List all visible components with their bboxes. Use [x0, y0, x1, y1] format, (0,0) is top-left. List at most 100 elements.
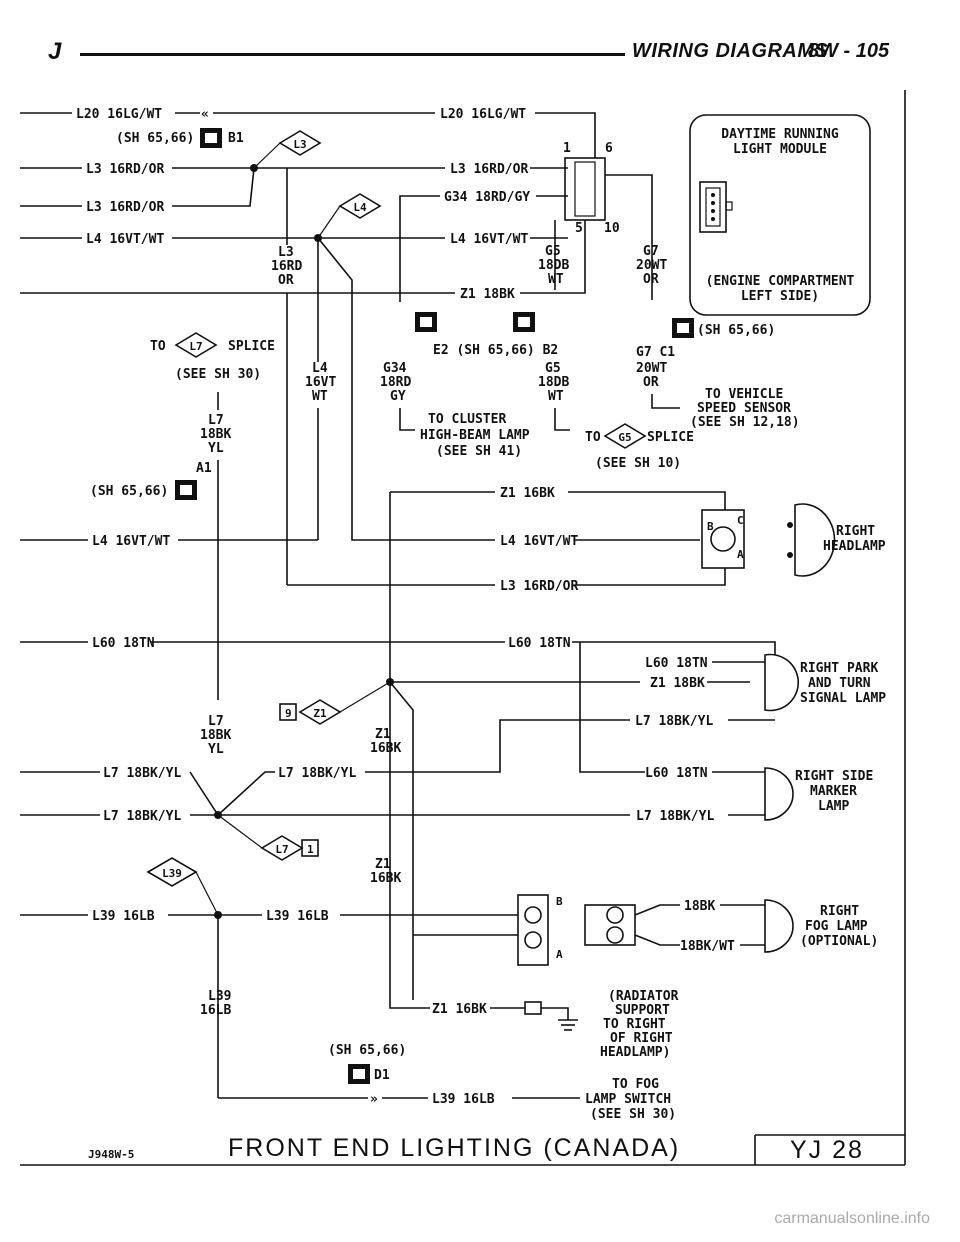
wire-label-g34: G34 18RD/GY [444, 190, 530, 205]
z1-vert-2: 16BK [370, 741, 401, 756]
l7-vert-5: 18BK [200, 728, 231, 743]
inline-connector-symbol: « [201, 107, 209, 122]
fog-18bkwt: 18BK/WT [680, 939, 735, 954]
l7-vert-3: YL [208, 441, 224, 456]
splice-text: SPLICE [228, 339, 275, 354]
pin-10-label: 10 [604, 221, 620, 236]
l7-vert-2: 18BK [200, 427, 231, 442]
wire-label-z1: Z1 18BK [460, 287, 515, 302]
z1-vert-1: Z1 [375, 727, 391, 742]
hl-l4: L4 16VT/WT [500, 534, 578, 549]
l4-vert-2: 16VT [305, 375, 336, 390]
fog-1: RIGHT [820, 904, 859, 919]
fog-3: (OPTIONAL) [800, 934, 878, 949]
rad-5: HEADLAMP) [600, 1045, 670, 1060]
connector-b1-label: B1 [228, 131, 244, 146]
side-2: MARKER [810, 784, 857, 799]
g5-label-3: WT [548, 272, 564, 287]
splice-z1-label: Z1 [313, 707, 327, 720]
wire-label-l3-mid: L3 16RD/OR [450, 162, 528, 177]
side-1: RIGHT SIDE [795, 769, 873, 784]
module-location-2: LEFT SIDE) [741, 289, 819, 304]
rad-2: SUPPORT [615, 1003, 670, 1018]
l3-vert-2: 16RD [271, 259, 302, 274]
wire-label-l7-left-1: L7 18BK/YL [103, 766, 181, 781]
z1-vert-3: Z1 [375, 857, 391, 872]
vss-1: TO VEHICLE [705, 387, 783, 402]
splice-l4-label: L4 [353, 201, 367, 214]
wire-g34 [399, 195, 440, 302]
wire-label-l20-mid: L20 16LG/WT [440, 107, 526, 122]
footer-sheet: YJ 28 [790, 1136, 864, 1164]
splice-l7-label: L7 [189, 340, 202, 353]
module-title-2: LIGHT MODULE [733, 142, 827, 157]
fog-18bk: 18BK [684, 899, 715, 914]
page-header: J WIRING DIAGRAMS 8W - 105 [0, 38, 960, 68]
g5-vert-2: 18DB [538, 375, 569, 390]
sheet-ref-d1: (SH 65,66) [328, 1043, 406, 1058]
hl-z1: Z1 16BK [500, 486, 555, 501]
wire-label-l39-left: L39 16LB [92, 909, 155, 924]
inline-connector-d1: » [370, 1092, 378, 1107]
vss-3: (SEE SH 12,18) [690, 415, 800, 430]
l60-mid: L60 18TN [508, 636, 571, 651]
fogsw-1: TO FOG [612, 1077, 659, 1092]
header-title: WIRING DIAGRAMS [632, 40, 829, 62]
gnd-z1: Z1 16BK [432, 1002, 487, 1017]
footer-title: FRONT END LIGHTING (CANADA) [228, 1134, 680, 1162]
l39-vert-2: 16LB [200, 1003, 231, 1018]
g5-vert-3: WT [548, 389, 564, 404]
headlamp-2: HEADLAMP [823, 539, 886, 554]
l3-vert-1: L3 [278, 245, 294, 260]
g7-c1-label: G7 C1 [636, 345, 675, 360]
wire-label-l3-left-1: L3 16RD/OR [86, 162, 164, 177]
l39-mid: L39 16LB [266, 909, 329, 924]
pin-6-label: 6 [605, 141, 613, 156]
headlamp-connector [701, 509, 745, 569]
wire-label-l4-left-1: L4 16VT/WT [86, 232, 164, 247]
cluster-1: TO CLUSTER [428, 412, 506, 427]
sheet-ref-b1: (SH 65,66) [116, 131, 194, 146]
fogsw-l39: L39 16LB [432, 1092, 495, 1107]
module-title-1: DAYTIME RUNNING [721, 127, 839, 142]
module-connector-icon [699, 181, 733, 233]
l3-vert-3: OR [278, 273, 294, 288]
see-sh30: (SEE SH 30) [175, 367, 261, 382]
fog-lamp-symbol [764, 899, 794, 953]
sheet-ref-a1: (SH 65,66) [90, 484, 168, 499]
to-l7-text: TO [150, 339, 166, 354]
wire-label-l7-left-2: L7 18BK/YL [103, 809, 181, 824]
splice-l7r-label: L7 [275, 843, 288, 856]
l39-vert-1: L39 [208, 989, 231, 1004]
side-l7: L7 18BK/YL [636, 809, 714, 824]
splice-diamond-l4 [338, 193, 382, 219]
wire-label-l4-left-2: L4 16VT/WT [92, 534, 170, 549]
g5-label-1: G5 [545, 244, 561, 259]
wire-label-l4-mid: L4 16VT/WT [450, 232, 528, 247]
g7-label-1: G7 [643, 244, 659, 259]
fog-pin-a: A [556, 948, 563, 961]
splice-diamond-l7 [174, 332, 218, 358]
l7-vert-1: L7 [208, 413, 224, 428]
ground-eyelet [524, 1001, 542, 1015]
connector-d1-label: D1 [374, 1068, 390, 1083]
fogsw-2: LAMP SWITCH [585, 1092, 671, 1107]
footer-code: J948W-5 [88, 1148, 134, 1161]
park-l60: L60 18TN [645, 656, 708, 671]
splice-l7r-num: 1 [307, 843, 314, 856]
fog-2: FOG LAMP [805, 919, 868, 934]
g34-vert-1: G34 [383, 361, 407, 376]
vss-2: SPEED SENSOR [697, 401, 791, 416]
g7-vert-1: 20WT [636, 361, 667, 376]
fog-mating-connector [584, 904, 636, 946]
park-1: RIGHT PARK [800, 661, 878, 676]
g34-vert-3: GY [390, 389, 406, 404]
l4-vert-1: L4 [312, 361, 328, 376]
z1-vert-4: 16BK [370, 871, 401, 886]
wire-g7 [605, 174, 653, 300]
headlamp-1: RIGHT [836, 524, 875, 539]
g5-splice-3: (SEE SH 10) [595, 456, 681, 471]
a1-label: A1 [196, 461, 212, 476]
pin-1-label: 1 [563, 141, 571, 156]
